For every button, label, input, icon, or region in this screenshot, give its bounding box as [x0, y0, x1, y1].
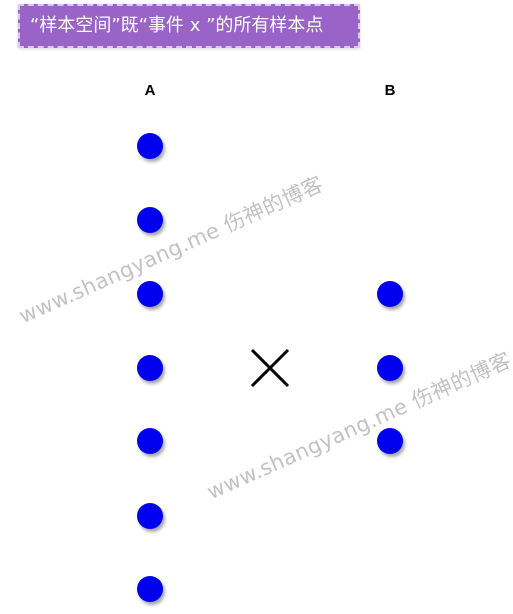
- sample-point-a3: [137, 281, 163, 307]
- sample-point-a2: [137, 207, 163, 233]
- title-banner: “样本空间”既“事件 x ”的所有样本点: [18, 4, 360, 48]
- column-a-label: A: [144, 82, 156, 99]
- sample-point-b3: [377, 428, 403, 454]
- watermark-2: www.shangyang.me 伤神的博客: [203, 347, 513, 505]
- sample-point-b2: [377, 355, 403, 381]
- title-text: “样本空间”既“事件 x ”的所有样本点: [30, 15, 324, 36]
- sample-point-a6: [137, 503, 163, 529]
- column-b-label: B: [384, 82, 396, 99]
- sample-point-a1: [137, 133, 163, 159]
- sample-point-a5: [137, 428, 163, 454]
- x-mark-icon: [250, 348, 290, 388]
- sample-point-b1: [377, 281, 403, 307]
- sample-point-a4: [137, 355, 163, 381]
- sample-point-a7: [137, 576, 163, 602]
- watermark-1: www.shangyang.me 伤神的博客: [15, 171, 327, 329]
